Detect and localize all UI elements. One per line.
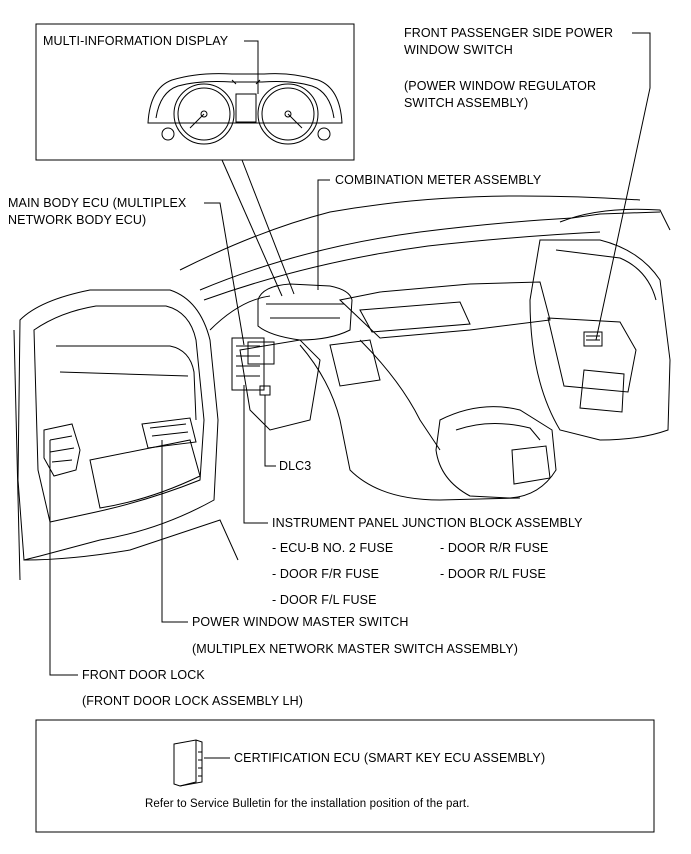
service-bulletin-note: Refer to Service Bulletin for the instal… (145, 798, 470, 810)
label-front-passenger-switch-sub-1: (POWER WINDOW REGULATOR (404, 79, 597, 93)
label-fuse-door-fl: - DOOR F/L FUSE (272, 593, 377, 607)
certification-ecu-box (35, 719, 655, 833)
certification-ecu-unit (173, 739, 203, 787)
label-front-passenger-switch-1: FRONT PASSENGER SIDE POWER (404, 26, 614, 40)
center-console (435, 406, 557, 499)
label-power-window-master-switch: POWER WINDOW MASTER SWITCH (192, 615, 409, 629)
label-fuse-ecu-b-no2: - ECU-B NO. 2 FUSE (272, 541, 394, 555)
dashboard-top (199, 211, 661, 291)
label-main-body-ecu-2: NETWORK BODY ECU) (8, 213, 147, 227)
label-fuse-door-rr: - DOOR R/R FUSE (440, 541, 549, 555)
label-certification-ecu: CERTIFICATION ECU (SMART KEY ECU ASSEMBL… (234, 751, 546, 765)
meter-inset-box (35, 23, 355, 161)
label-multi-information-display: MULTI-INFORMATION DISPLAY (43, 34, 229, 48)
label-main-body-ecu-1: MAIN BODY ECU (MULTIPLEX (8, 196, 187, 210)
cluster-inner-rim (155, 81, 335, 119)
label-combination-meter: COMBINATION METER ASSEMBLY (335, 173, 542, 187)
multi-information-display-screen (235, 93, 257, 123)
power-window-master-switch-unit (141, 417, 197, 449)
label-fuse-door-fr: - DOOR F/R FUSE (272, 567, 380, 581)
label-front-door-lock: FRONT DOOR LOCK (82, 668, 205, 682)
label-power-window-master-switch-sub: (MULTIPLEX NETWORK MASTER SWITCH ASSEMBL… (192, 642, 518, 656)
label-junction-block: INSTRUMENT PANEL JUNCTION BLOCK ASSEMBLY (272, 516, 583, 530)
cluster-housing (147, 73, 343, 124)
combination-meter-unit (257, 283, 353, 341)
passenger-door (529, 239, 671, 441)
label-front-door-lock-sub: (FRONT DOOR LOCK ASSEMBLY LH) (82, 694, 304, 708)
lower-dash-panel (239, 339, 321, 431)
speedometer-gauge (173, 83, 235, 145)
main-body-ecu-unit (247, 341, 275, 365)
label-dlc3: DLC3 (279, 459, 312, 473)
label-fuse-door-rl: - DOOR R/L FUSE (440, 567, 546, 581)
tachometer-gauge (257, 83, 319, 145)
driver-door (17, 289, 219, 561)
dlc3-connector (259, 385, 271, 396)
passenger-window-switch-unit (583, 331, 603, 347)
front-door-lock-unit (43, 423, 81, 477)
label-front-passenger-switch-2: WINDOW SWITCH (404, 43, 513, 57)
center-stack (338, 281, 551, 339)
label-front-passenger-switch-sub-2: SWITCH ASSEMBLY) (404, 96, 529, 110)
